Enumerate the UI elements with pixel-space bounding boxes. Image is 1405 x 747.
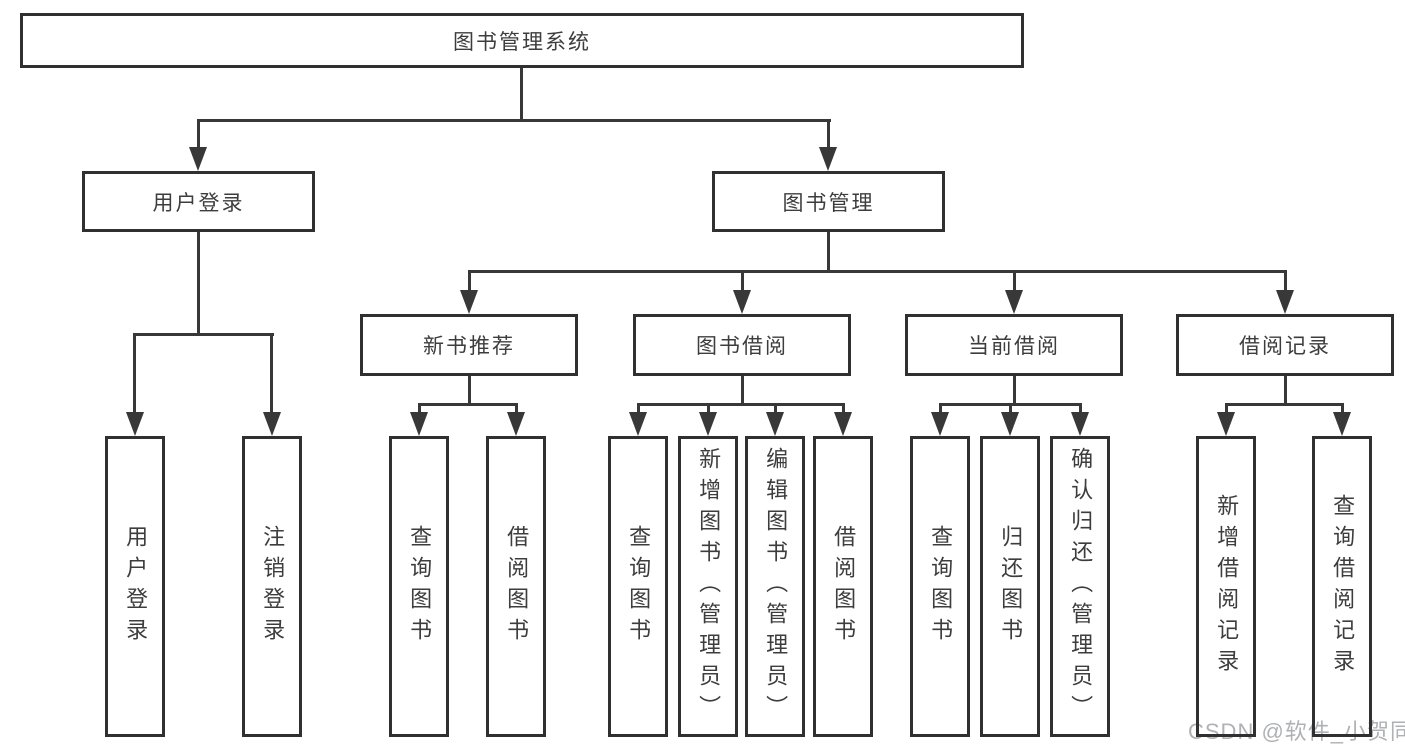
connector-vline (1079, 403, 1082, 415)
leaf-user-login: 用户登录 (105, 436, 165, 737)
leaf-label: 查询图书 (626, 524, 652, 649)
connector-vline (842, 403, 845, 415)
leaf-query-books-1: 查询图书 (389, 436, 449, 737)
leaf-edit-books-admin: 编辑图书（管理员） (745, 436, 805, 737)
connector-vline (1341, 403, 1344, 415)
connector-vline (418, 403, 421, 415)
leaf-logout: 注销登录 (242, 436, 302, 737)
connector-hline (468, 270, 1287, 273)
csdn-watermark: CSDN @软件_小贺同学 (1188, 719, 1405, 744)
leaf-borrow-books-2: 借阅图书 (813, 436, 873, 737)
leaf-label: 注销登录 (260, 524, 286, 649)
leaf-label: 查询图书 (928, 524, 954, 649)
arrowhead-down-icon (263, 412, 281, 436)
arrowhead-down-icon (460, 290, 478, 314)
node-root-library-management-system: 图书管理系统 (20, 13, 1024, 68)
node-current-borrowing: 当前借阅 (905, 314, 1123, 376)
leaf-query-books-3: 查询图书 (910, 436, 970, 737)
arrowhead-down-icon (1005, 290, 1023, 314)
arrowhead-down-icon (1071, 412, 1089, 436)
leaf-query-books-2: 查询图书 (608, 436, 668, 737)
connector-vline (197, 232, 200, 336)
leaf-label: 编辑图书（管理员） (763, 447, 789, 726)
connector-vline (1013, 376, 1016, 406)
arrowhead-down-icon (819, 147, 837, 171)
connector-vline (1284, 270, 1287, 293)
connector-vline (270, 333, 273, 415)
arrowhead-down-icon (733, 290, 751, 314)
node-label: 图书管理 (782, 191, 875, 215)
leaf-label: 查询借阅记录 (1330, 493, 1356, 680)
arrowhead-down-icon (629, 412, 647, 436)
leaf-label: 新增图书（管理员） (696, 447, 722, 726)
connector-vline (1009, 403, 1012, 415)
connector-hline (418, 403, 518, 406)
connector-vline (939, 403, 942, 415)
leaf-label: 归还图书 (998, 524, 1024, 649)
node-label: 图书管理系统 (453, 30, 591, 54)
connector-vline (741, 270, 744, 293)
arrowhead-down-icon (766, 412, 784, 436)
connector-vline (774, 403, 777, 415)
connector-vline (1013, 270, 1016, 293)
connector-hline (133, 333, 274, 336)
leaf-label: 确认归还（管理员） (1068, 447, 1094, 726)
node-label: 当前借阅 (968, 335, 1060, 358)
connector-hline (637, 403, 845, 406)
arrowhead-down-icon (699, 412, 717, 436)
node-label: 图书借阅 (696, 335, 788, 358)
connector-vline (515, 403, 518, 415)
leaf-add-books-admin: 新增图书（管理员） (678, 436, 738, 737)
leaf-label: 借阅图书 (504, 524, 530, 649)
leaf-borrow-books-1: 借阅图书 (486, 436, 546, 737)
connector-vline (197, 119, 200, 150)
node-label: 用户登录 (152, 191, 245, 215)
connector-vline (520, 67, 523, 121)
arrowhead-down-icon (1333, 412, 1351, 436)
node-label: 新书推荐 (423, 335, 515, 358)
arrowhead-down-icon (507, 412, 525, 436)
arrowhead-down-icon (834, 412, 852, 436)
leaf-label: 用户登录 (123, 524, 149, 649)
node-label: 借阅记录 (1239, 335, 1331, 358)
node-book-management: 图书管理 (712, 171, 945, 232)
leaf-query-borrow-record: 查询借阅记录 (1312, 436, 1372, 737)
arrowhead-down-icon (1276, 290, 1294, 314)
node-book-borrowing: 图书借阅 (633, 314, 851, 376)
arrowhead-down-icon (126, 412, 144, 436)
arrowhead-down-icon (410, 412, 428, 436)
arrowhead-down-icon (189, 147, 207, 171)
connector-vline (827, 119, 830, 150)
connector-hline (197, 119, 831, 122)
connector-vline (1284, 376, 1287, 406)
node-borrowing-records: 借阅记录 (1176, 314, 1394, 376)
arrowhead-down-icon (1001, 412, 1019, 436)
arrowhead-down-icon (931, 412, 949, 436)
leaf-return-books: 归还图书 (980, 436, 1040, 737)
leaf-label: 新增借阅记录 (1214, 493, 1240, 680)
connector-vline (741, 376, 744, 406)
connector-vline (468, 270, 471, 293)
connector-vline (827, 232, 830, 273)
leaf-label: 查询图书 (407, 524, 433, 649)
connector-hline (1225, 403, 1344, 406)
arrowhead-down-icon (1217, 412, 1235, 436)
leaf-add-borrow-record: 新增借阅记录 (1196, 436, 1256, 737)
connector-vline (707, 403, 710, 415)
node-new-book-recommend: 新书推荐 (360, 314, 578, 376)
connector-vline (133, 333, 136, 415)
connector-vline (637, 403, 640, 415)
connector-vline (468, 376, 471, 406)
node-user-login: 用户登录 (82, 171, 315, 232)
leaf-confirm-return-admin: 确认归还（管理员） (1050, 436, 1110, 737)
connector-vline (1225, 403, 1228, 415)
leaf-label: 借阅图书 (831, 524, 857, 649)
